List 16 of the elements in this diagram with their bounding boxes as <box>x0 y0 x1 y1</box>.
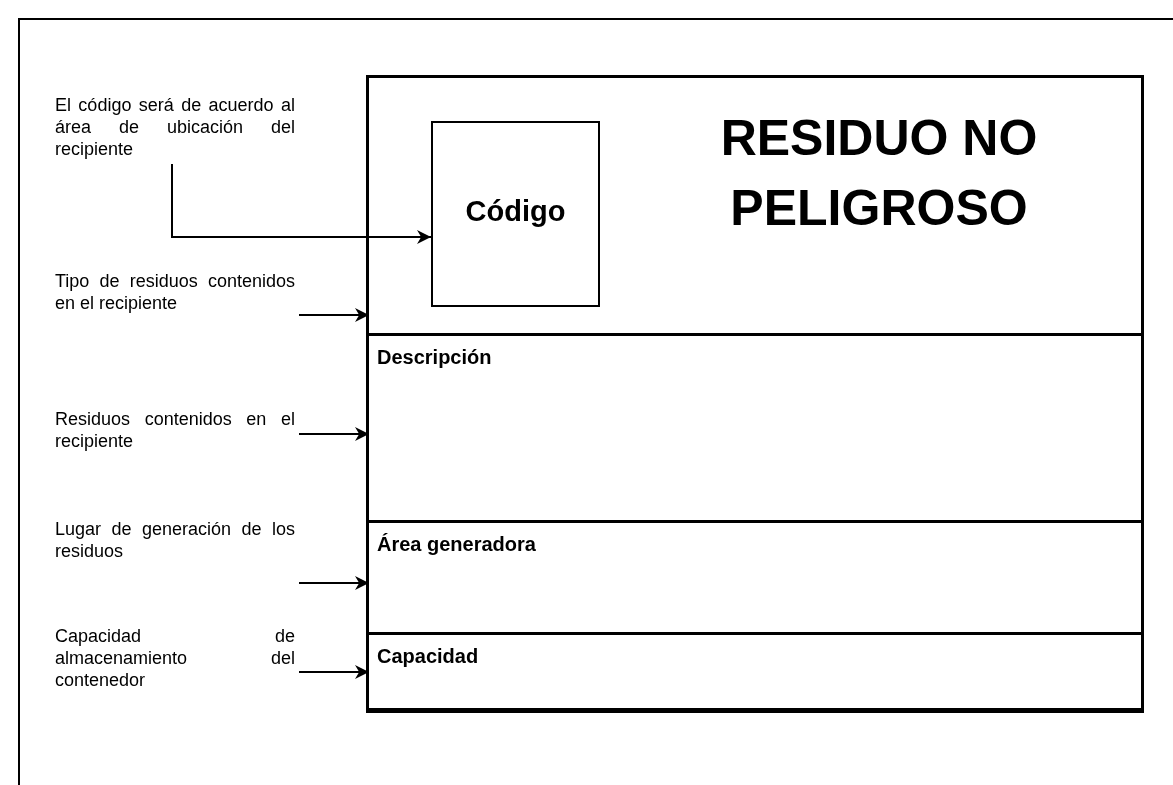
label-section <box>369 633 1141 710</box>
annotation-text: Tipo de residuos contenidos en el recipiente <box>55 270 295 314</box>
code-label: Código <box>464 195 567 228</box>
annotation-text: El código será de acuerdo al área de ubicación del recipiente <box>55 94 295 160</box>
section-heading: Área generadora <box>377 533 536 556</box>
label-title: RESIDUO NO PELIGROSO <box>719 109 1039 238</box>
code-box <box>431 121 600 307</box>
section-heading: Descripción <box>377 346 492 369</box>
arrow <box>171 163 432 244</box>
annotation-text: Capacidad de almacenamiento del contenedor <box>55 625 295 691</box>
label-section <box>369 521 1141 634</box>
label-section <box>369 334 1141 522</box>
section-heading: Capacidad <box>377 645 479 668</box>
label-card <box>366 75 1144 713</box>
annotation-text: Lugar de generación de los residuos <box>55 518 295 562</box>
annotation-text: Residuos contenidos en el recipiente <box>55 408 295 452</box>
